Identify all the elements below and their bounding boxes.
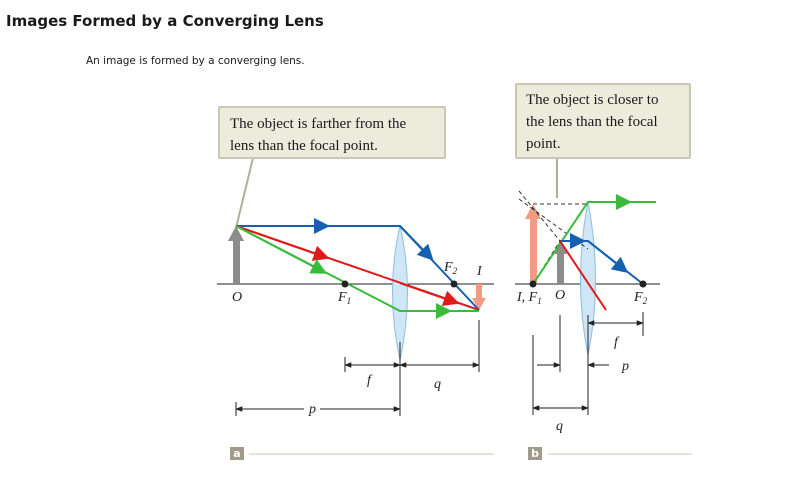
p-label-b: p xyxy=(621,359,629,374)
panel-a-diagram: O F1 F2 I f q p xyxy=(217,157,494,455)
virtual-rays-b xyxy=(518,190,589,285)
f2-label-b: F2 xyxy=(633,290,648,306)
image-focal-label-b: I, F1 xyxy=(516,290,542,306)
panel-a-badge: a xyxy=(230,447,244,460)
focal-point-f2-b xyxy=(639,280,647,288)
f2-label-a: F2 xyxy=(443,260,458,276)
callout-a: The object is farther from the lens than… xyxy=(218,106,446,159)
object-arrow-a xyxy=(228,226,244,284)
image-arrow-b xyxy=(525,204,541,284)
focal-point-f1-a xyxy=(341,280,349,288)
object-label-b: O xyxy=(555,288,565,303)
lens-a xyxy=(392,224,408,361)
p-label-a: p xyxy=(308,402,316,417)
image-label-a: I xyxy=(476,264,483,279)
ray-center-b xyxy=(559,240,607,311)
focal-point-f1-b xyxy=(529,280,537,288)
callout-b: The object is closer to the lens than th… xyxy=(515,83,691,159)
dimension-lines-a xyxy=(235,320,480,416)
f-label-a: f xyxy=(367,373,373,388)
f1-label-a: F1 xyxy=(337,290,351,306)
object-label-a: O xyxy=(232,290,242,305)
q-label-a: q xyxy=(434,377,441,392)
q-label-b: q xyxy=(556,419,563,434)
dimension-lines-b xyxy=(532,312,644,415)
f-label-b: f xyxy=(614,335,620,350)
ray-parallel-b xyxy=(560,240,644,285)
page-title: Images Formed by a Converging Lens xyxy=(6,12,324,30)
panel-b-diagram: I, F1 O F2 f p q xyxy=(515,158,692,455)
image-arrow-a xyxy=(472,284,486,310)
callout-a-pointer xyxy=(235,157,254,229)
page-subtitle: An image is formed by a converging lens. xyxy=(86,55,305,67)
focal-point-f2-a xyxy=(450,280,458,288)
panel-b-badge: b xyxy=(528,447,542,460)
